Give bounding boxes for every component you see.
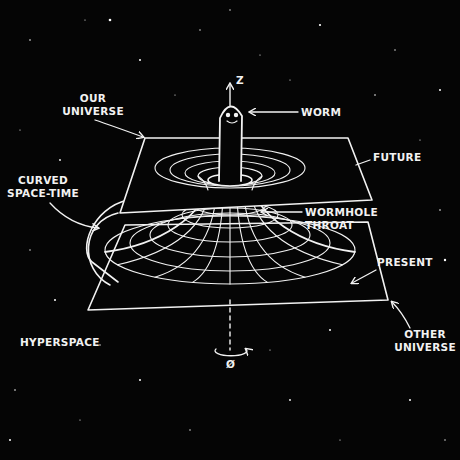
universe-label: OTHER UNIVERSE [392,328,458,354]
axis-label: Ø [226,358,240,371]
worm-eye [235,114,238,117]
part-label: FUTURE [373,151,433,164]
part-label: CURVED SPACE-TIME [4,174,82,200]
worm-eye [227,114,230,117]
universe-label: OUR UNIVERSE [58,92,128,118]
z-axis-dashed [229,300,230,350]
worm [219,106,242,181]
stars [9,9,446,441]
phi-rotation [215,349,247,356]
part-label: WORM [301,106,351,119]
part-label: PRESENT [377,256,441,269]
our-universe-plane [120,138,372,213]
worm-smile [227,121,237,123]
region-label: HYPERSPACE [20,336,110,349]
curved-spacetime [88,213,118,285]
leader-lines [50,112,410,328]
part-label: WORMHOLE THROAT [305,206,377,232]
axis-label: Z [236,74,250,87]
